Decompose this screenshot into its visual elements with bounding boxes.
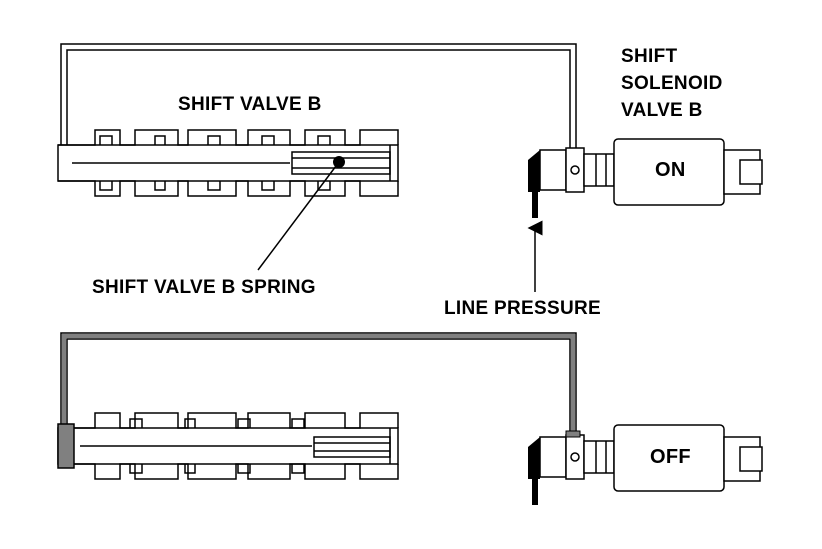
solenoid-state-on: ON: [655, 159, 686, 181]
solenoid-label-line3: VALVE B: [621, 100, 703, 121]
bottom-shift-valve: [57, 412, 399, 480]
spring-leader-line: [257, 165, 337, 271]
bottom-solenoid: [539, 424, 763, 492]
shift-valve-spring-label: SHIFT VALVE B SPRING: [92, 277, 316, 298]
bottom-solenoid-nozzle: [528, 437, 540, 479]
bottom-feedback-tube: [60, 332, 577, 435]
solenoid-label-line2: SOLENOID: [621, 73, 723, 94]
solenoid-state-off: OFF: [650, 446, 691, 468]
top-solenoid-nozzle: [528, 150, 540, 192]
top-solenoid: [539, 138, 763, 206]
top-feedback-tube: [60, 43, 577, 148]
top-spring-ball: [333, 156, 345, 168]
bottom-line-pressure-inlet: [532, 479, 538, 505]
bottom-pressure-chamber: [57, 423, 75, 469]
line-pressure-label: LINE PRESSURE: [444, 298, 601, 319]
top-shift-valve: [57, 129, 399, 197]
top-line-pressure-inlet: [532, 192, 538, 218]
top-assembly: SHIFT VALVE B SHIFT VALVE B SPRING SHIFT…: [57, 43, 763, 319]
bottom-assembly: OFF: [57, 332, 763, 505]
solenoid-label-line1: SHIFT: [621, 46, 677, 67]
shift-valve-label: SHIFT VALVE B: [178, 94, 322, 115]
bottom-solenoid-port: [565, 430, 581, 438]
